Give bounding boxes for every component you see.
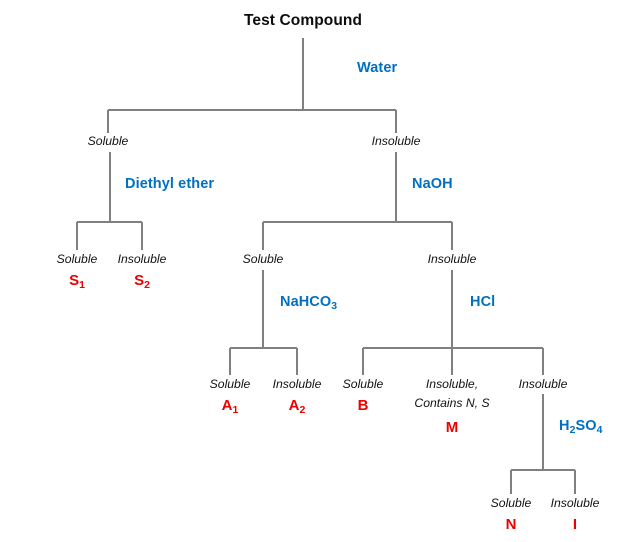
- result-s2-subscript: 2: [144, 278, 150, 291]
- condition-ether-soluble: Soluble: [56, 252, 98, 266]
- result-n: N: [505, 516, 517, 533]
- result-a1-subscript: 1: [232, 403, 239, 416]
- condition-nahco3-insoluble: Insoluble: [272, 377, 322, 391]
- reagent-nahco3: NaHCO3: [280, 294, 338, 312]
- reagent-h2so4: H2SO4: [559, 418, 603, 436]
- result-s1-letter: S: [69, 272, 80, 289]
- condition-hcl-insoluble: Insoluble: [518, 377, 568, 391]
- reagent-h2so4-so: SO: [575, 418, 597, 434]
- result-a1-letter: A: [221, 397, 233, 414]
- condition-ether-insoluble: Insoluble: [117, 252, 167, 266]
- reagent-diethyl-ether: Diethyl ether: [125, 176, 215, 192]
- reagent-nahco3-subscript: 3: [331, 300, 338, 312]
- condition-h2so4-soluble: Soluble: [490, 496, 532, 510]
- result-i: I: [572, 516, 578, 533]
- result-a2: A2: [257, 397, 337, 416]
- condition-hcl-insoluble-line1: Insoluble,: [425, 377, 479, 391]
- result-m: M: [445, 419, 459, 436]
- result-s2-letter: S: [134, 272, 145, 289]
- condition-naoh-insoluble: Insoluble: [427, 252, 477, 266]
- root-title: Test Compound: [243, 12, 363, 29]
- reagent-h2so4-h: H: [559, 418, 570, 434]
- result-a1: A1: [190, 397, 270, 416]
- reagent-naoh: NaOH: [412, 176, 453, 192]
- condition-water-insoluble: Insoluble: [371, 134, 421, 148]
- reagent-h2so4-sub-h: 2: [569, 424, 576, 436]
- result-s2: S2: [102, 272, 182, 291]
- result-a2-letter: A: [288, 397, 300, 414]
- condition-water-soluble: Soluble: [87, 134, 129, 148]
- condition-nahco3-soluble: Soluble: [209, 377, 251, 391]
- result-s1-subscript: 1: [79, 278, 85, 291]
- condition-hcl-insoluble-contains-ns: Insoluble, Contains N, S: [392, 377, 512, 411]
- reagent-water: Water: [357, 60, 398, 76]
- reagent-hcl: HCl: [470, 294, 496, 310]
- condition-hcl-soluble: Soluble: [342, 377, 384, 391]
- reagent-h2so4-sub-o: 4: [596, 424, 603, 436]
- result-a2-subscript: 2: [299, 403, 306, 416]
- condition-h2so4-insoluble: Insoluble: [550, 496, 600, 510]
- result-s1: S1: [37, 272, 117, 291]
- reagent-nahco3-formula: NaHCO: [280, 294, 332, 310]
- condition-naoh-soluble: Soluble: [242, 252, 284, 266]
- condition-hcl-contains-ns-line2: Contains N, S: [414, 396, 490, 411]
- result-b: B: [357, 397, 369, 414]
